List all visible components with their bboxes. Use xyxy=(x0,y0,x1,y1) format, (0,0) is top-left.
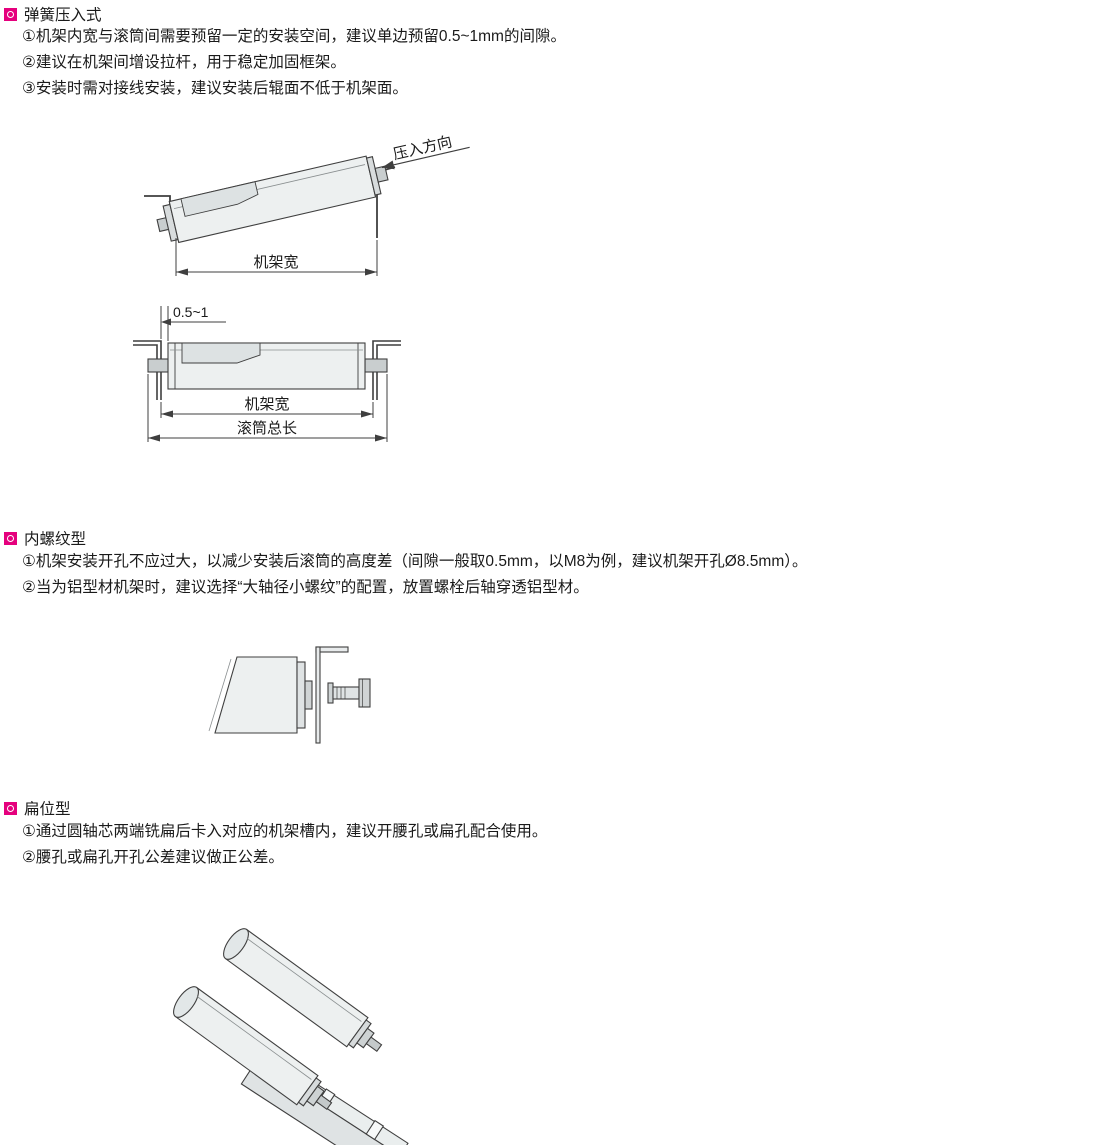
frame-width-dimension: 机架宽 xyxy=(160,396,374,418)
roller-total-length-dimension: 滚筒总长 xyxy=(147,374,388,442)
section-header-flat-mount: 扁位型 xyxy=(4,799,71,818)
note-line: ①通过圆轴芯两端铣扁后卡入对应的机架槽内，建议开腰孔或扁孔配合使用。 xyxy=(22,823,548,840)
section-bullet-icon xyxy=(4,531,17,545)
frame-plate xyxy=(315,646,349,744)
bolt-illustration xyxy=(327,678,371,708)
roller-illustration xyxy=(147,342,388,390)
diagram-internal-thread xyxy=(208,646,371,744)
note-line: ②腰孔或扁孔开孔公差建议做正公差。 xyxy=(22,849,284,866)
section-title: 内螺纹型 xyxy=(24,531,87,548)
diagram-flat-mount xyxy=(173,928,409,1145)
section-bullet-icon xyxy=(4,7,17,21)
roller-upper xyxy=(223,928,383,1053)
note-line: ①机架内宽与滚筒间需要预留一定的安装空间，建议单边预留0.5~1mm的间隙。 xyxy=(22,28,566,45)
section-header-spring-press: 弹簧压入式 xyxy=(4,5,102,24)
frame-brackets xyxy=(133,340,401,400)
section-header-internal-thread: 内螺纹型 xyxy=(4,529,87,548)
gap-label: 0.5~1 xyxy=(173,304,209,320)
section-title: 弹簧压入式 xyxy=(24,7,102,24)
frame-width-label: 机架宽 xyxy=(244,396,289,413)
diagram-spring-press-tilted: 压入方向 机架宽 xyxy=(144,133,470,276)
roller-lower xyxy=(173,986,333,1111)
note-line: ②建议在机架间增设拉杆，用于稳定加固框架。 xyxy=(22,54,346,71)
frame-width-dimension: 机架宽 xyxy=(175,238,378,276)
note-line: ③安装时需对接线安装，建议安装后辊面不低于机架面。 xyxy=(22,80,408,97)
roller-total-length-label: 滚筒总长 xyxy=(237,420,297,437)
gap-dimension: 0.5~1 xyxy=(160,304,226,341)
roller-end-illustration xyxy=(208,656,313,734)
section-bullet-icon xyxy=(4,801,17,815)
section-title: 扁位型 xyxy=(24,801,71,818)
note-line: ②当为铝型材机架时，建议选择“大轴径小螺纹”的配置，放置螺栓后轴穿透铝型材。 xyxy=(22,579,589,596)
press-direction-label: 压入方向 xyxy=(392,133,454,163)
note-line: ①机架安装开孔不应过大，以减少安装后滚筒的高度差（间隙一般取0.5mm，以M8为… xyxy=(22,553,808,570)
frame-width-label: 机架宽 xyxy=(253,254,298,271)
press-direction-annotation: 压入方向 xyxy=(381,133,470,170)
diagram-spring-press-front: 0.5~1 机架宽 滚筒总长 xyxy=(133,304,401,442)
roller-illustration xyxy=(156,155,389,244)
